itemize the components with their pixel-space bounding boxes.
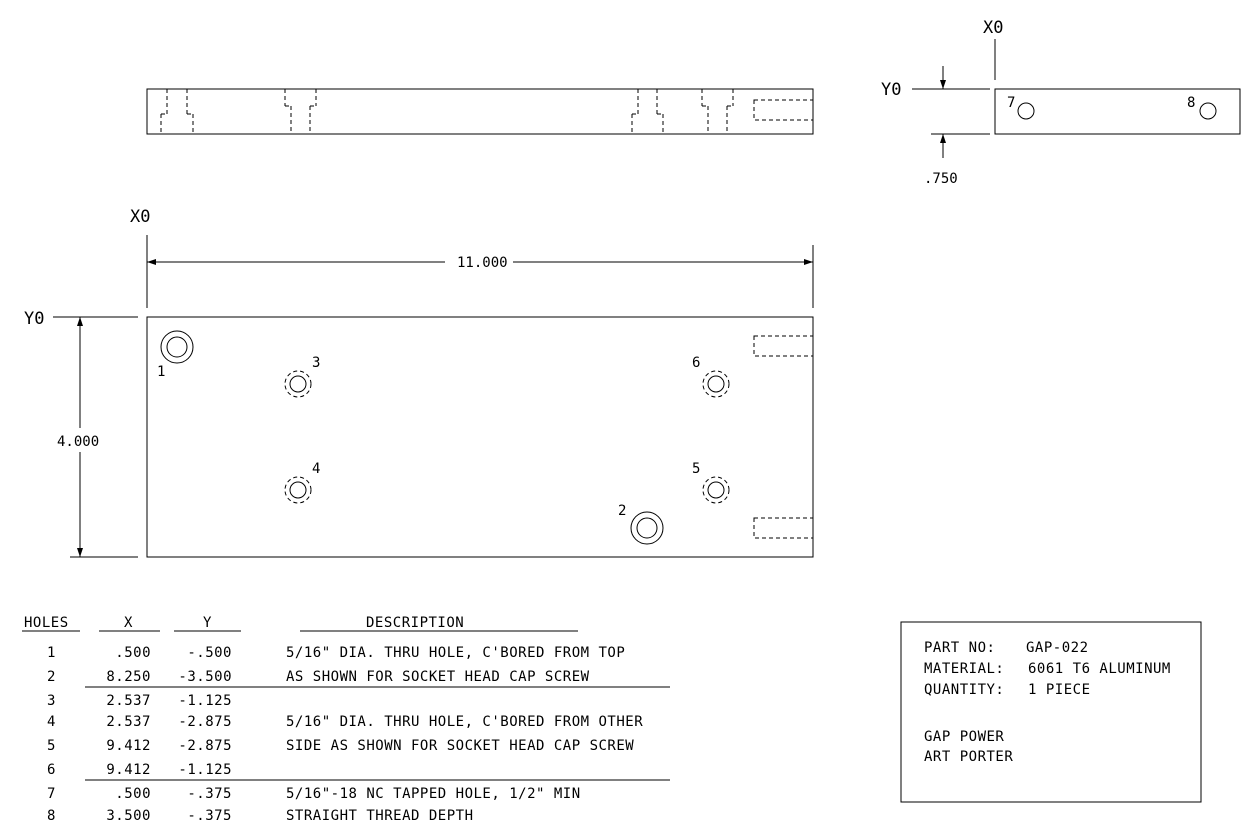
top-tapped-hole-8: [753, 517, 814, 539]
svg-text:-.500: -.500: [187, 645, 232, 661]
front-view: [146, 88, 814, 135]
hole-table: HOLES X Y DESCRIPTION 1 .500 -.500 2 8.2…: [22, 615, 670, 824]
hole-3-label: 3: [312, 355, 320, 371]
hole-5-label: 5: [692, 461, 700, 477]
svg-text:4: 4: [47, 714, 56, 730]
description-line: SIDE AS SHOWN FOR SOCKET HEAD CAP SCREW: [286, 738, 634, 754]
designer-name: ART PORTER: [924, 749, 1013, 765]
front-counterbore-1: [160, 89, 194, 134]
description-line: 5/16"-18 NC TAPPED HOLE, 1/2" MIN: [286, 786, 581, 802]
table-header-x: X: [124, 615, 133, 631]
part-no-value: GAP-022: [1026, 640, 1089, 656]
quantity-label: QUANTITY:: [924, 682, 1004, 698]
top-axis-x: X0: [130, 207, 150, 227]
svg-text:-1.125: -1.125: [178, 693, 232, 709]
front-counterbore-4: [701, 89, 734, 134]
table-row: 8 3.500 -.375: [47, 808, 232, 824]
hole-6: [702, 370, 730, 398]
svg-text:6: 6: [47, 762, 56, 778]
table-header-y: Y: [203, 615, 212, 631]
svg-text:.500: .500: [115, 786, 151, 802]
svg-text:-2.875: -2.875: [178, 714, 232, 730]
svg-text:5: 5: [47, 738, 56, 754]
hole-6-label: 6: [692, 355, 700, 371]
hole-7-label: 7: [1007, 95, 1015, 111]
description-line: AS SHOWN FOR SOCKET HEAD CAP SCREW: [286, 669, 590, 685]
hole-7: [1017, 102, 1035, 120]
title-block-border: [900, 621, 1202, 803]
svg-text:-3.500: -3.500: [178, 669, 232, 685]
front-counterbore-2: [284, 89, 317, 134]
hole-4-label: 4: [312, 461, 320, 477]
end-axis-x: X0: [983, 18, 1003, 38]
end-view-outline: [994, 88, 1241, 135]
hole-1: [160, 330, 194, 364]
hole-8-label: 8: [1187, 95, 1195, 111]
table-header-description: DESCRIPTION: [366, 615, 464, 631]
top-view-outline: [146, 316, 814, 558]
table-row: 4 2.537 -2.875: [47, 714, 232, 730]
top-view: X0 11.000 Y0 4.000 1 2: [24, 207, 814, 558]
company-name: GAP POWER: [924, 729, 1004, 745]
table-row: 5 9.412 -2.875: [47, 738, 232, 754]
svg-text:9.412: 9.412: [106, 762, 151, 778]
table-row: 2 8.250 -3.500: [47, 669, 232, 685]
svg-text:.500: .500: [115, 645, 151, 661]
part-no-label: PART NO:: [924, 640, 995, 656]
svg-text:9.412: 9.412: [106, 738, 151, 754]
title-block: PART NO: GAP-022 MATERIAL: 6061 T6 ALUMI…: [900, 621, 1202, 803]
svg-text:3.500: 3.500: [106, 808, 151, 824]
table-row: 1 .500 -.500: [47, 645, 232, 661]
hole-4: [284, 476, 312, 504]
description-line: 5/16" DIA. THRU HOLE, C'BORED FROM OTHER: [286, 714, 643, 730]
dim-width: 4.000: [57, 434, 99, 450]
svg-text:7: 7: [47, 786, 56, 802]
svg-text:8.250: 8.250: [106, 669, 151, 685]
end-axis-y: Y0: [881, 80, 901, 100]
svg-text:-2.875: -2.875: [178, 738, 232, 754]
svg-text:-.375: -.375: [187, 786, 232, 802]
front-view-outline: [146, 88, 814, 135]
svg-text:2.537: 2.537: [106, 714, 151, 730]
svg-text:2.537: 2.537: [106, 693, 151, 709]
svg-text:1: 1: [47, 645, 56, 661]
svg-text:-.375: -.375: [187, 808, 232, 824]
top-axis-y: Y0: [24, 309, 44, 329]
table-row: 6 9.412 -1.125: [47, 762, 232, 778]
table-row: 7 .500 -.375: [47, 786, 232, 802]
table-header-holes: HOLES: [24, 615, 69, 631]
hole-8: [1199, 102, 1217, 120]
svg-text:3: 3: [47, 693, 56, 709]
description-line: 5/16" DIA. THRU HOLE, C'BORED FROM TOP: [286, 645, 625, 661]
svg-text:2: 2: [47, 669, 56, 685]
material-value: 6061 T6 ALUMINUM: [1028, 661, 1171, 677]
hole-2-label: 2: [618, 503, 626, 519]
hole-2: [630, 511, 664, 545]
hole-3: [284, 370, 312, 398]
svg-text:8: 8: [47, 808, 56, 824]
description-line: STRAIGHT THREAD DEPTH: [286, 808, 474, 824]
front-tapped-hole: [753, 99, 814, 121]
table-row: 3 2.537 -1.125: [47, 693, 232, 709]
front-counterbore-3: [631, 89, 664, 134]
material-label: MATERIAL:: [924, 661, 1004, 677]
end-dim-offset: .750: [924, 171, 958, 187]
end-view: X0 Y0 .750 7 8: [881, 18, 1241, 187]
quantity-value: 1 PIECE: [1028, 682, 1091, 698]
dim-length: 11.000: [457, 255, 508, 271]
hole-5: [702, 476, 730, 504]
svg-text:-1.125: -1.125: [178, 762, 232, 778]
top-tapped-hole-7: [753, 335, 814, 357]
hole-1-label: 1: [157, 364, 165, 380]
